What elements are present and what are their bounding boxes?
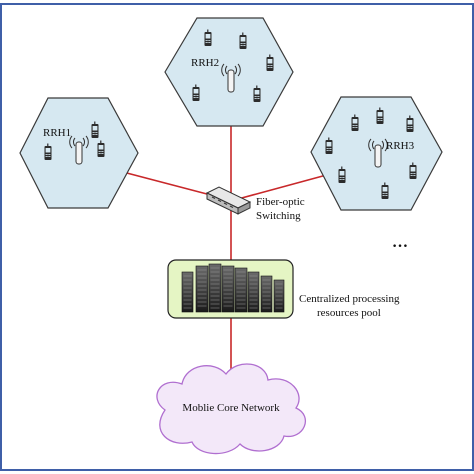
core-network: Moblie Core Network [156, 363, 306, 455]
network-switch-icon [205, 186, 252, 215]
cell-rrh1: RRH1 [19, 97, 139, 209]
rrh-label: RRH3 [386, 140, 415, 152]
rrh-label: RRH1 [43, 127, 71, 139]
core-network-label: Moblie Core Network [182, 402, 280, 414]
cell-rrh3: RRH3 [310, 96, 443, 211]
pool-label-line2: resources pool [317, 307, 381, 319]
processing-pool: Centralized processing resources pool [167, 259, 400, 319]
rrh-label: RRH2 [191, 57, 219, 69]
server-rack-icon [181, 263, 285, 313]
fiber-switch: Fiber-optic Switching [205, 186, 305, 222]
pool-label-line1: Centralized processing [299, 293, 400, 305]
cell-rrh2: RRH2 [164, 17, 294, 127]
more-cells-ellipsis: … [392, 234, 408, 251]
server-rack [195, 265, 209, 313]
cloud-icon [156, 363, 306, 455]
switch-label-line1: Fiber-optic [256, 196, 305, 208]
server-rack [221, 265, 235, 313]
switch-label-line2: Switching [256, 210, 301, 222]
server-rack [234, 267, 248, 313]
server-rack [260, 275, 273, 313]
